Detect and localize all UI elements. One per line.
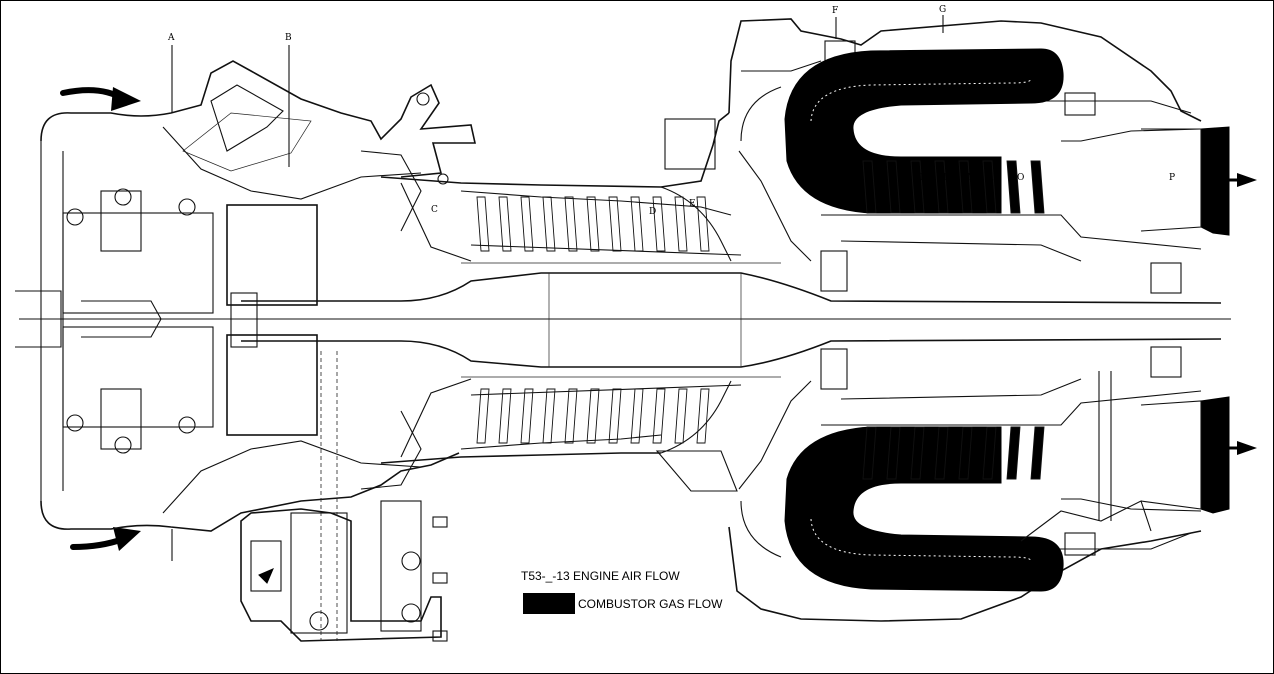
turbine-blade [1030, 426, 1045, 480]
compressor-blade [564, 196, 578, 252]
compressor-blade [652, 196, 666, 252]
compressor [380, 112, 742, 492]
turbine-blade [1006, 426, 1021, 480]
combustor-gas-top [784, 48, 1064, 214]
turbine-blade [934, 160, 949, 214]
label-l: L [943, 173, 949, 183]
compressor-blade [674, 196, 688, 252]
compressor-blade [542, 388, 556, 444]
inlet-arrow-top [60, 87, 141, 111]
compressor-blades-top [476, 196, 710, 252]
compressor-blades-bottom [476, 388, 710, 444]
compressor-blade [498, 196, 512, 252]
compressor-blade [696, 196, 710, 252]
label-g: G [939, 5, 947, 15]
label-b: B [285, 33, 292, 43]
label-f: F [832, 6, 839, 16]
label-d: D [649, 207, 657, 217]
compressor-blade [652, 388, 666, 444]
legend-label: COMBUSTOR GAS FLOW [578, 597, 723, 611]
label-j: J [899, 173, 903, 183]
turbine-blade [862, 426, 877, 480]
compressor-blade [564, 388, 578, 444]
compressor-blade [608, 196, 622, 252]
turbine-blade [958, 426, 973, 480]
compressor-blade [608, 388, 622, 444]
compressor-blade [674, 388, 688, 444]
compressor-blade [542, 196, 556, 252]
label-leader-lines [171, 15, 944, 561]
turbine-blade [982, 160, 997, 214]
turbine-blade [862, 160, 877, 214]
label-p: P [1169, 173, 1176, 183]
main-shaft [19, 262, 1231, 378]
turbine-blade [958, 160, 973, 214]
turbine-blade [886, 426, 901, 480]
compressor-blade [520, 388, 534, 444]
label-k: K [920, 173, 927, 183]
exhaust-duct-top [1140, 128, 1202, 232]
label-n: N [993, 173, 1001, 183]
label-m: M [967, 173, 977, 183]
turbine-blade [982, 426, 997, 480]
exhaust-gas-top [1200, 126, 1230, 236]
compressor-blade [476, 196, 490, 252]
turbine-blades-top [862, 160, 1045, 214]
combustor-gas-bottom [784, 426, 1064, 592]
label-e: E [689, 199, 696, 209]
turbine-blades-bottom [862, 426, 1045, 480]
turbine-blade [886, 160, 901, 214]
compressor-blade [520, 196, 534, 252]
combustor-casing [728, 18, 1202, 622]
exhaust-gas-bottom [1200, 396, 1230, 514]
accessory-gearbox [240, 351, 448, 642]
compressor-blade [630, 388, 644, 444]
inlet-housing [40, 60, 476, 532]
exhaust-duct-bottom [1140, 400, 1202, 510]
label-o: O [1017, 173, 1025, 183]
combustor-gas-legend-swatch [523, 593, 575, 614]
compressor-blade [630, 196, 644, 252]
compressor-blade [498, 388, 512, 444]
turbine-blade [910, 160, 925, 214]
label-h: H [852, 173, 860, 183]
turbine-blade [934, 426, 949, 480]
compressor-blade [696, 388, 710, 444]
turbine-section [820, 128, 1202, 542]
inlet-arrow-bottom [70, 527, 141, 551]
reduction-gear [15, 188, 318, 454]
compressor-blade [476, 388, 490, 444]
label-c: C [431, 205, 438, 215]
compressor-blade [586, 388, 600, 444]
label-a: A [168, 33, 175, 43]
turbine-blade [1030, 160, 1045, 214]
turbine-blade [910, 426, 925, 480]
turbine-blade [1006, 160, 1021, 214]
compressor-blade [586, 196, 600, 252]
label-i: I [877, 173, 881, 183]
diagram-caption: T53-_-13 ENGINE AIR FLOW [521, 569, 680, 583]
